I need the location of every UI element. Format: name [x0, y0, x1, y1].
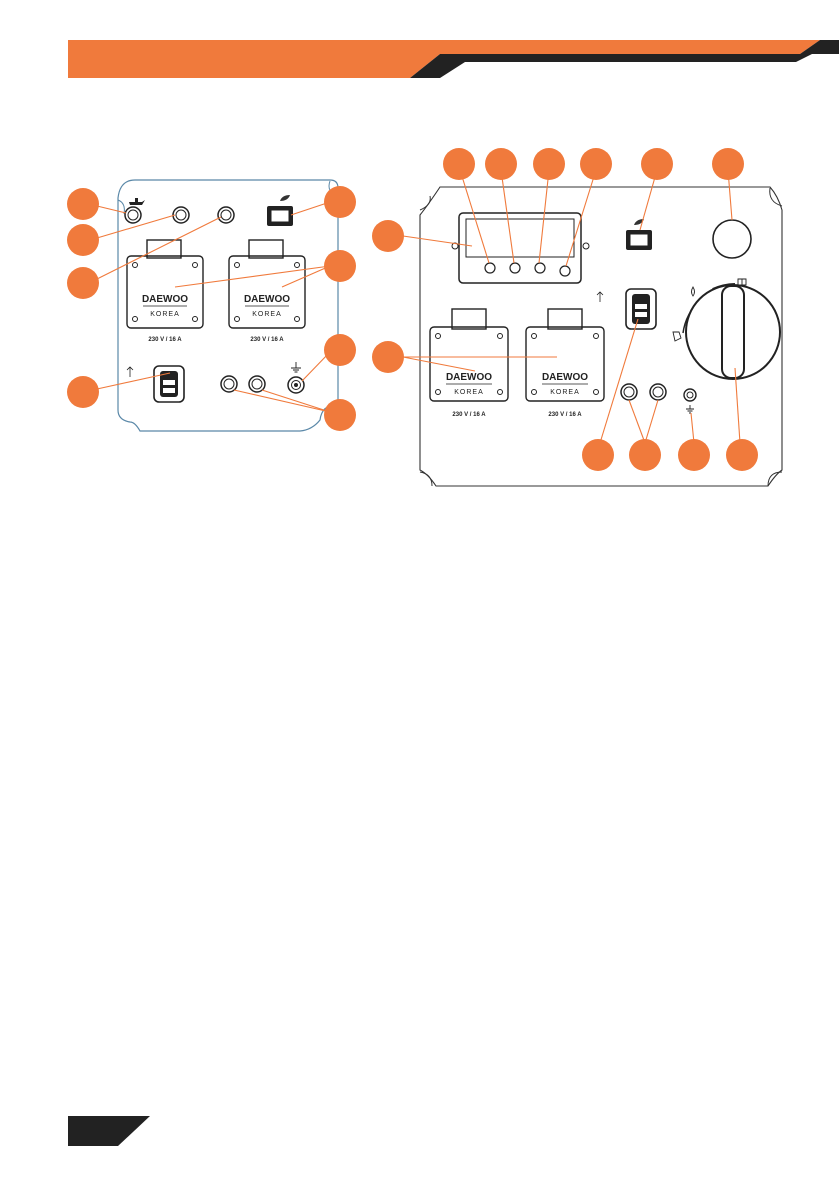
socket-sub-logo: KOREA [252, 311, 282, 318]
dc-terminal[interactable] [620, 383, 638, 401]
socket-sub-logo: KOREA [150, 311, 180, 318]
dc-terminal[interactable] [248, 375, 266, 393]
socket-logo: DAEWOO [142, 294, 188, 305]
eco-leaf-icon [634, 219, 644, 225]
ac-socket[interactable]: DAEWOO KOREA 230 V / 16 A [525, 308, 605, 418]
callout [67, 224, 99, 256]
callout [324, 186, 356, 218]
overload-lamp [172, 206, 190, 224]
socket-sub-logo: KOREA [454, 389, 484, 396]
indicator-lamp [559, 265, 571, 277]
callout [582, 439, 614, 471]
callout [726, 439, 758, 471]
ac-socket[interactable]: DAEWOO KOREA 230 V / 16 A [228, 239, 306, 343]
callout [372, 341, 404, 373]
callout [641, 148, 673, 180]
ground-terminal[interactable] [683, 388, 697, 402]
header-banner [68, 40, 839, 78]
corner-notch [767, 471, 783, 487]
callout [324, 334, 356, 366]
callout [678, 439, 710, 471]
digital-display [451, 212, 590, 284]
ac-socket[interactable]: DAEWOO KOREA 230 V / 16 A [429, 308, 509, 418]
eco-leaf-icon [280, 195, 290, 201]
socket-logo: DAEWOO [446, 372, 492, 383]
start-button[interactable] [712, 219, 752, 259]
socket-rating: 230 V / 16 A [148, 337, 182, 343]
oil-can-icon [129, 198, 145, 205]
dc-terminal[interactable] [649, 383, 667, 401]
eco-switch[interactable] [626, 230, 652, 250]
ground-icon [291, 362, 301, 373]
callout [372, 220, 404, 252]
leader-lines [96, 201, 331, 413]
header-orange-bar [68, 40, 820, 78]
ground-icon [686, 405, 694, 414]
dc-terminal[interactable] [220, 375, 238, 393]
socket-sub-logo: KOREA [550, 389, 580, 396]
ground-terminal[interactable] [287, 376, 305, 394]
control-panel-right: DAEWOO KOREA 230 V / 16 A DAEWOO KOREA 2… [372, 148, 783, 487]
usb-icon [126, 366, 134, 377]
choke-icon [691, 286, 695, 297]
usb-icon [596, 291, 604, 302]
header-dark-bar [410, 40, 839, 78]
oil-warning-lamp [124, 206, 142, 224]
usb-port[interactable] [153, 365, 185, 403]
output-lamp [217, 206, 235, 224]
indicator-lamp [509, 262, 521, 274]
footer-page-tab [68, 1116, 150, 1146]
callout [67, 376, 99, 408]
callout [533, 148, 565, 180]
indicator-lamp [534, 262, 546, 274]
leader-lines [402, 169, 741, 444]
control-panel-left: DAEWOO KOREA 230 V / 16 A DAEWOO KOREA 2… [67, 179, 356, 432]
corner-notch [419, 195, 431, 211]
socket-rating: 230 V / 16 A [452, 412, 486, 418]
callout [67, 267, 99, 299]
callout [67, 188, 99, 220]
usb-port[interactable] [625, 288, 657, 330]
corner-notch [769, 187, 783, 207]
callout [324, 250, 356, 282]
callout-markers [67, 186, 356, 431]
eco-switch[interactable] [267, 206, 293, 226]
callout [712, 148, 744, 180]
callout [485, 148, 517, 180]
run-position-icon [737, 278, 747, 286]
indicator-lamp [484, 262, 496, 274]
socket-logo: DAEWOO [542, 372, 588, 383]
engine-switch-knob[interactable] [682, 283, 781, 380]
fuel-valve-icon [672, 331, 682, 342]
callout [324, 399, 356, 431]
callout [443, 148, 475, 180]
corner-notch [419, 471, 433, 487]
callout-markers [372, 148, 758, 471]
ac-socket[interactable]: DAEWOO KOREA 230 V / 16 A [126, 239, 204, 343]
callout [629, 439, 661, 471]
header-rule [465, 60, 795, 62]
socket-logo: DAEWOO [244, 294, 290, 305]
socket-rating: 230 V / 16 A [548, 412, 582, 418]
callout [580, 148, 612, 180]
socket-rating: 230 V / 16 A [250, 337, 284, 343]
